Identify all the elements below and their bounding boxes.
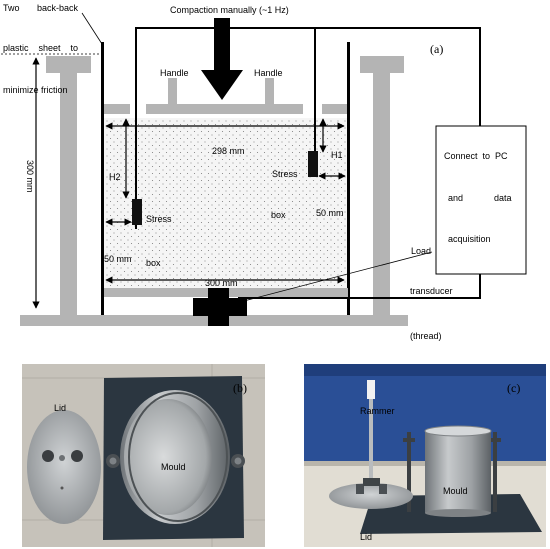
lid-disc-c bbox=[329, 483, 413, 509]
label-box-right: box bbox=[271, 210, 286, 220]
left-column bbox=[60, 66, 77, 315]
lid-plate-left bbox=[104, 104, 130, 114]
label-mould-b: Mould bbox=[161, 462, 186, 472]
mould-cylinder-c bbox=[425, 431, 491, 513]
label-data: data bbox=[494, 193, 512, 203]
label-box-left: box bbox=[146, 258, 161, 268]
lid-disc-b bbox=[27, 410, 101, 524]
load-transducer bbox=[193, 288, 247, 326]
label-handle-left: Handle bbox=[160, 68, 189, 78]
label-thread: (thread) bbox=[410, 331, 442, 341]
box-right-wall bbox=[347, 42, 350, 315]
label-h2: H2 bbox=[109, 172, 121, 182]
lid-plate-right bbox=[322, 104, 347, 114]
label-two: Two bbox=[3, 3, 20, 13]
label-50mm-right: 50 mm bbox=[316, 208, 344, 218]
label-handle-right: Handle bbox=[254, 68, 283, 78]
lid-plate bbox=[146, 104, 303, 114]
panel-b-photo: (b) Lid Mould bbox=[22, 364, 265, 547]
soil-dots bbox=[104, 118, 348, 288]
handle-left bbox=[168, 78, 177, 104]
rammer-rod bbox=[369, 398, 373, 488]
stress-sensor-right bbox=[308, 151, 318, 177]
label-load: Load bbox=[411, 246, 431, 256]
label-and: and bbox=[448, 193, 463, 203]
panel-c-photo: (c) Rammer Mould Lid bbox=[304, 364, 546, 547]
box-left-wall bbox=[101, 42, 104, 315]
pc-box bbox=[435, 125, 527, 275]
right-column-cap bbox=[360, 56, 404, 73]
label-stress-right: Stress bbox=[272, 169, 298, 179]
label-300mm-height: 300 mm bbox=[25, 160, 35, 193]
label-panel-a: (a) bbox=[430, 42, 443, 56]
label-stress-left: Stress bbox=[146, 214, 172, 224]
label-minimize-friction: minimize friction bbox=[3, 85, 68, 95]
panel-a-schematic: Two back-back plastic sheet to minimize … bbox=[1, 3, 527, 341]
label-panel-b: (b) bbox=[233, 381, 247, 395]
left-column-cap bbox=[46, 56, 91, 73]
compaction-arrow bbox=[201, 18, 243, 100]
label-plastic-sheet: plastic sheet to bbox=[3, 43, 78, 53]
right-column bbox=[373, 66, 390, 315]
handle-right bbox=[265, 78, 274, 104]
mould-inner-b bbox=[124, 399, 212, 515]
label-rammer-c: Rammer bbox=[360, 406, 395, 416]
label-lid-c: Lid bbox=[360, 532, 372, 542]
back-back-leader bbox=[81, 12, 103, 45]
label-lid-b: Lid bbox=[54, 403, 66, 413]
label-transducer: transducer bbox=[410, 286, 453, 296]
label-h1: H1 bbox=[331, 150, 343, 160]
label-298mm: 298 mm bbox=[212, 146, 245, 156]
label-50mm-left: 50 mm bbox=[104, 254, 132, 264]
label-mould-c: Mould bbox=[443, 486, 468, 496]
stress-sensor-left bbox=[132, 199, 142, 225]
label-compaction: Compaction manually (~1 Hz) bbox=[170, 5, 289, 15]
label-connect-pc: Connect to PC bbox=[444, 151, 508, 161]
label-back-back: back-back bbox=[37, 3, 79, 13]
label-acquisition: acquisition bbox=[448, 234, 491, 244]
label-panel-c: (c) bbox=[507, 381, 520, 395]
label-300mm-width: 300 mm bbox=[205, 278, 238, 288]
rammer-handle bbox=[367, 380, 375, 399]
